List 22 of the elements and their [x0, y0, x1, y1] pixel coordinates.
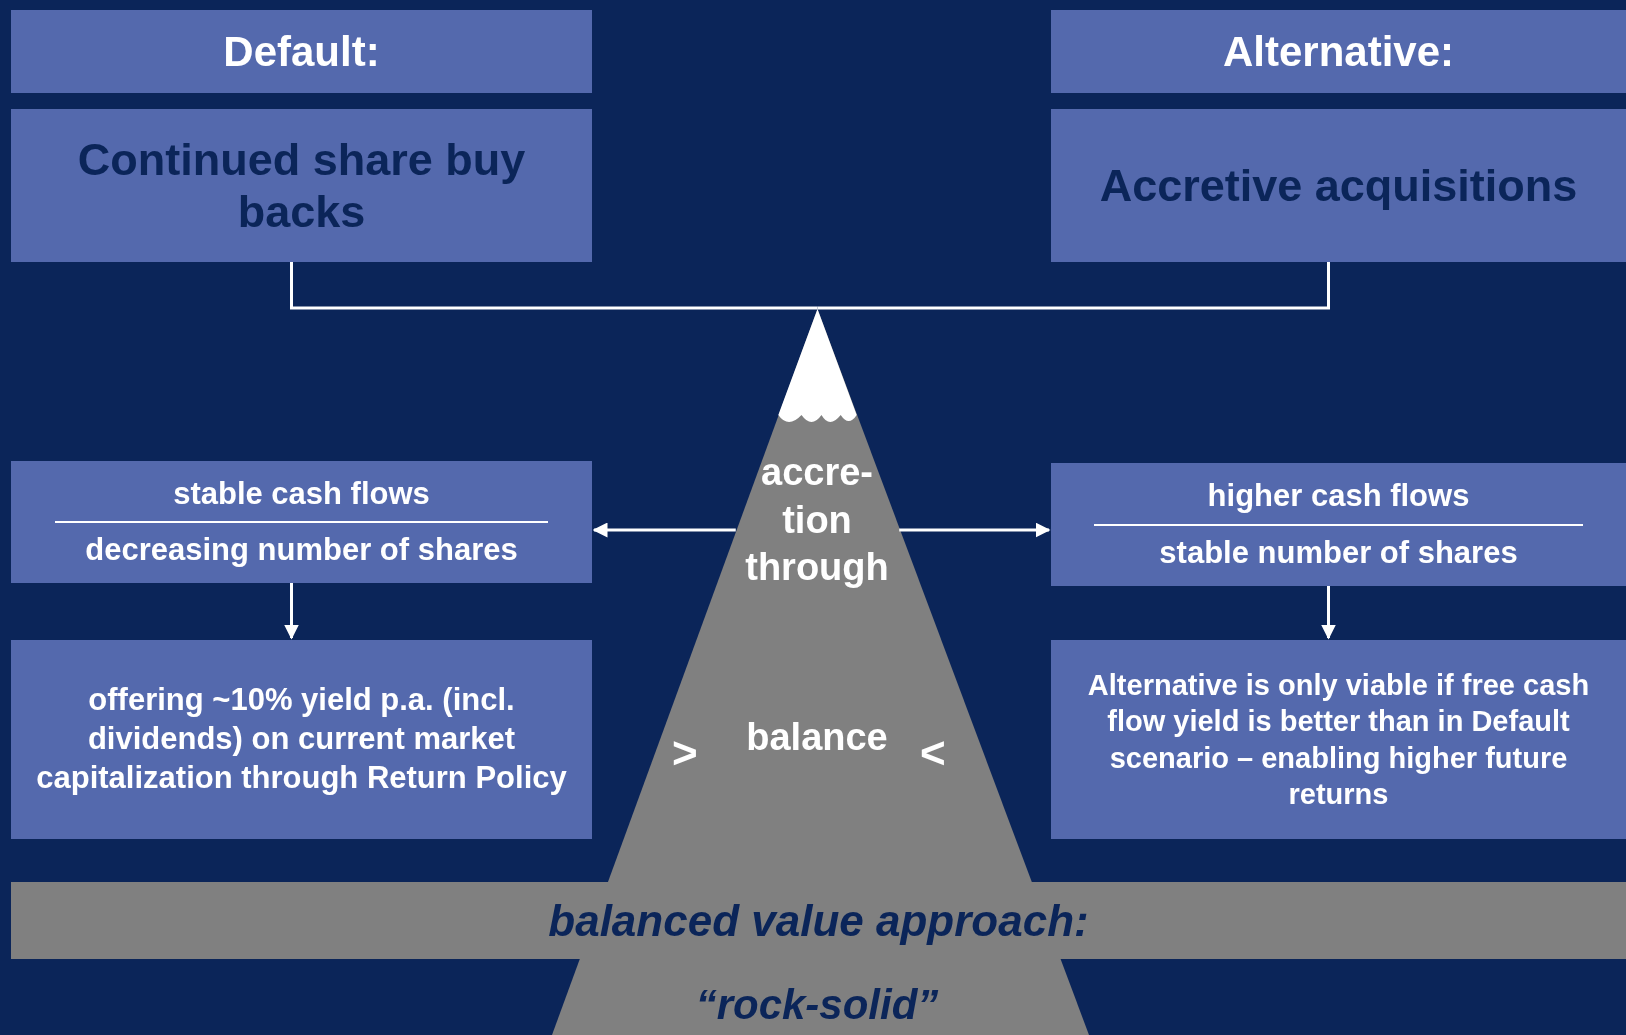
banner-band: balanced value approach: [11, 882, 1626, 959]
header-box: Alternative: [1051, 10, 1626, 93]
arrow [592, 522, 736, 538]
balance-beam-line [817, 262, 1330, 310]
arrow [284, 583, 299, 640]
result-box: Alternative is only viable if free cash flow yield is better than in Default scenario – enabling higher future returns [1051, 640, 1626, 839]
balance-beam-line [290, 262, 818, 310]
header-box: Default: [11, 10, 592, 93]
slogan-text: “rock-solid” [694, 980, 940, 1030]
less-than-sign: < [920, 727, 946, 779]
denominator-text: stable number of shares [1158, 533, 1519, 572]
result-box: offering ~10% yield p.a. (incl. dividends) on current market capitalization through Return Policy [11, 640, 592, 839]
arrow [1321, 586, 1336, 640]
greater-than-sign: > [672, 727, 698, 779]
numerator-text: higher cash flows [1206, 477, 1471, 515]
option-box: Accretive acquisitions [1051, 109, 1626, 262]
numerator-text: stable cash flows [172, 474, 431, 513]
mountain-text: accre- tion through [744, 450, 890, 590]
arrow [899, 522, 1051, 538]
denominator-text: decreasing number of shares [84, 531, 519, 569]
option-box: Continued share buy backs [11, 109, 592, 262]
balance-text: balance [745, 715, 889, 760]
